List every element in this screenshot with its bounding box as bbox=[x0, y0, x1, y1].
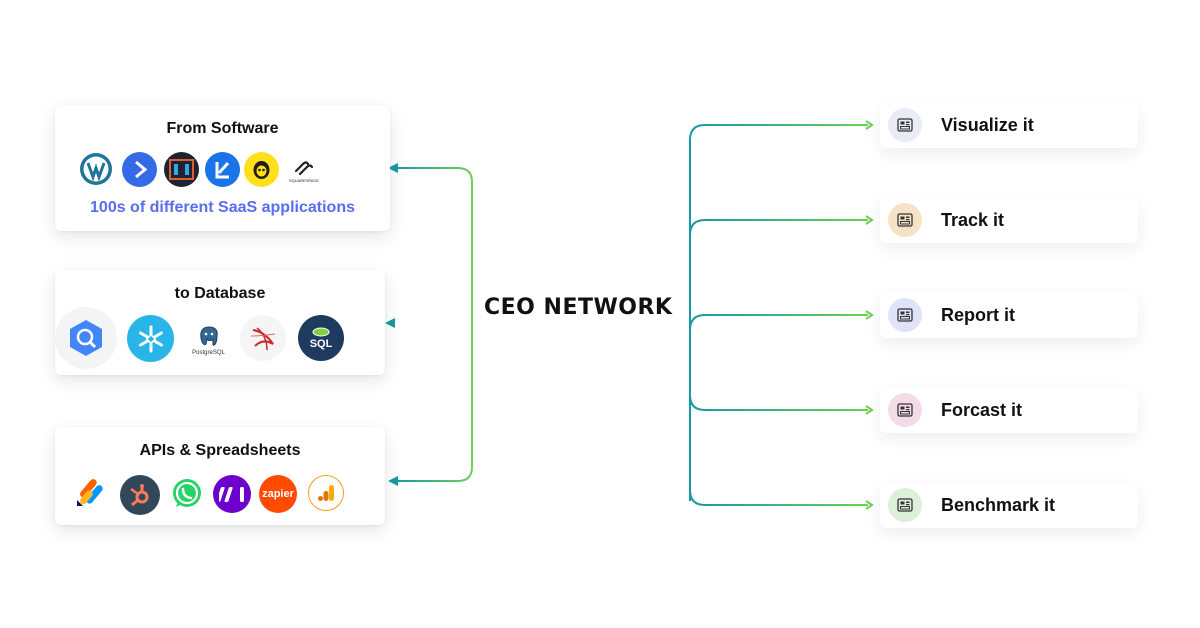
output-card: Track it bbox=[880, 197, 1138, 243]
output-label: Benchmark it bbox=[941, 495, 1056, 515]
output-card: Benchmark it bbox=[880, 482, 1138, 528]
activecampaign-icon bbox=[122, 152, 157, 187]
ceo-network-title: CEO NETWORK bbox=[484, 295, 673, 320]
postgresql-icon: PostgreSQL bbox=[184, 315, 233, 364]
left-connector bbox=[390, 167, 473, 482]
left-arrowheads bbox=[385, 163, 398, 486]
right-arrowheads bbox=[865, 120, 874, 510]
snowflake-icon bbox=[127, 315, 174, 362]
zapier-icon: zapier bbox=[259, 475, 297, 513]
software-card-title: From Software bbox=[166, 120, 279, 137]
output-label: Visualize it bbox=[941, 115, 1034, 135]
postgres-caption: PostgreSQL bbox=[192, 349, 225, 356]
output-label: Forcast it bbox=[941, 400, 1023, 420]
whatsapp-icon bbox=[168, 475, 205, 512]
mailchimp-icon bbox=[244, 152, 279, 187]
source-card-apis: APIs & Spreadsheets zapier bbox=[55, 427, 385, 525]
dashboard-icon bbox=[888, 393, 922, 427]
wordpress-icon bbox=[79, 152, 113, 186]
output-label: Track it bbox=[941, 210, 1005, 230]
zapier-caption: zapier bbox=[262, 488, 294, 500]
clickfunnels-icon bbox=[164, 152, 199, 187]
right-connector bbox=[689, 124, 868, 506]
source-card-database: to Database PostgreSQL SQL bbox=[55, 270, 385, 375]
squarespace-icon: SQUARESPACE bbox=[287, 155, 321, 189]
dashboard-icon bbox=[888, 298, 922, 332]
output-card: Forcast it bbox=[880, 387, 1138, 433]
hubspot-icon bbox=[120, 475, 160, 515]
jotform-icon bbox=[73, 475, 107, 511]
azure-sql-icon: SQL bbox=[298, 315, 344, 361]
make-icon bbox=[213, 475, 251, 513]
output-label: Report it bbox=[941, 305, 1015, 325]
database-card-title: to Database bbox=[174, 285, 266, 302]
google-analytics-icon bbox=[308, 475, 344, 511]
source-card-software: From Software SQUARESPACE 100s of differ… bbox=[55, 105, 390, 231]
saas-applications-note: 100s of different SaaS applications bbox=[90, 199, 355, 216]
azure-sql-caption: SQL bbox=[309, 338, 333, 350]
output-card: Visualize it bbox=[880, 102, 1138, 148]
apis-card-title: APIs & Spreadsheets bbox=[139, 442, 301, 459]
output-card: Report it bbox=[880, 292, 1138, 338]
dashboard-icon bbox=[888, 108, 922, 142]
dashboard-icon bbox=[888, 488, 922, 522]
bigquery-icon bbox=[55, 307, 117, 369]
dashboard-icon bbox=[888, 203, 922, 237]
kustomer-icon bbox=[205, 152, 240, 187]
sql-server-icon bbox=[240, 315, 286, 361]
squarespace-caption: SQUARESPACE bbox=[288, 178, 320, 183]
